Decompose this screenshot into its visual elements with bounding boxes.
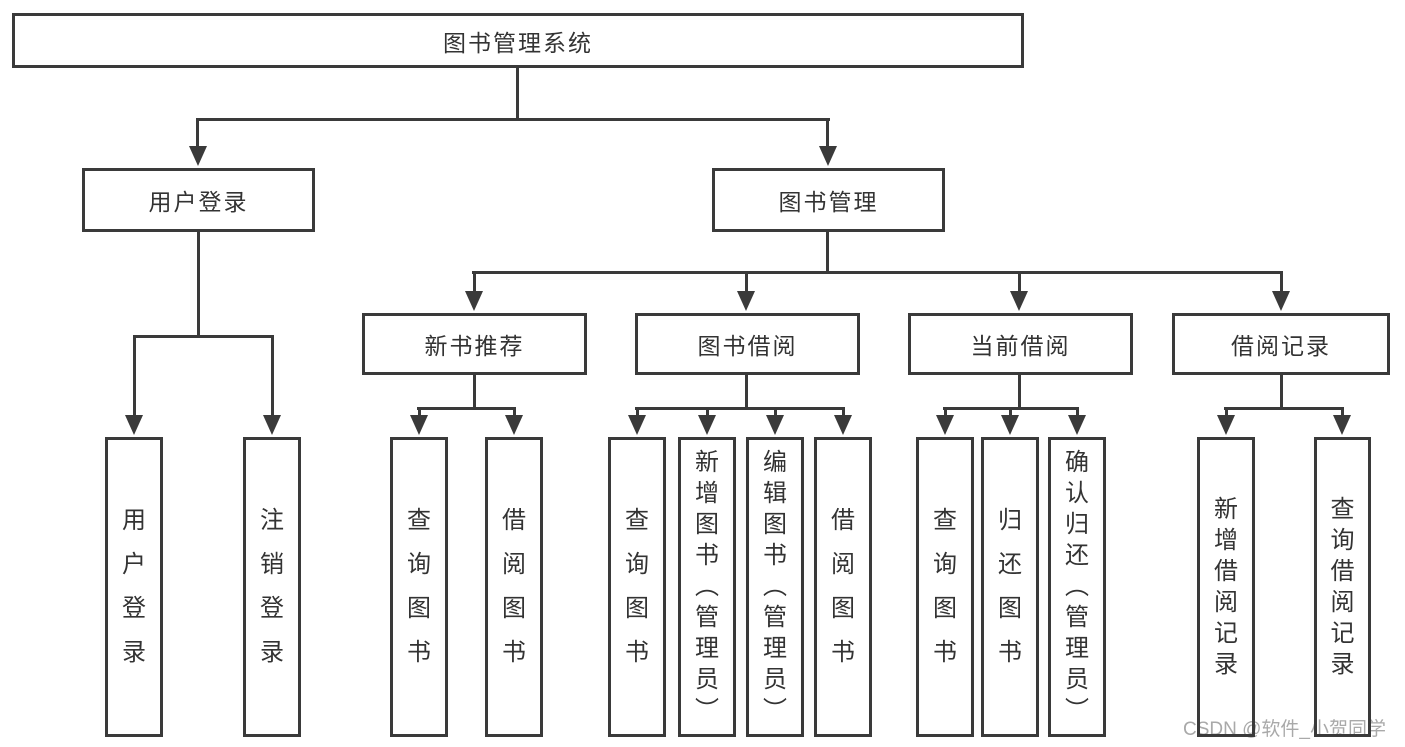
connector-line: [1225, 407, 1228, 419]
node-user-login: 用户登录: [82, 168, 315, 232]
node-new-book-recommend: 新书推荐: [362, 313, 587, 375]
connector-line: [1280, 375, 1283, 410]
connector-line: [826, 232, 829, 274]
connector-line: [1224, 407, 1344, 410]
arrowhead-down-icon: [1272, 291, 1290, 311]
connector-line: [513, 407, 516, 419]
arrowhead-down-icon: [1001, 415, 1019, 435]
leaf-logout: 注销登录: [243, 437, 301, 737]
leaf-user-login: 用户登录: [105, 437, 163, 737]
connector-line: [1341, 407, 1344, 419]
connector-line: [196, 118, 830, 121]
arrowhead-down-icon: [410, 415, 428, 435]
node-root-library-system: 图书管理系统: [12, 13, 1024, 68]
connector-line: [1009, 407, 1012, 419]
node-book-borrowing-label: 图书借阅: [697, 333, 798, 359]
connector-line: [418, 407, 421, 419]
node-borrowing-records-label: 借阅记录: [1231, 333, 1331, 359]
connector-line: [635, 407, 845, 410]
arrowhead-down-icon: [698, 415, 716, 435]
connector-line: [196, 118, 199, 152]
connector-line: [472, 271, 1283, 274]
node-user-login-label: 用户登录: [148, 189, 249, 215]
node-new-book-recommend-label: 新书推荐: [424, 333, 525, 359]
connector-line: [133, 335, 274, 338]
leaf-borrow-books: 借阅图书: [814, 437, 872, 737]
node-root-label: 图书管理系统: [443, 29, 593, 56]
arrowhead-down-icon: [1333, 415, 1351, 435]
arrowhead-down-icon: [1010, 291, 1028, 311]
connector-line: [842, 407, 845, 419]
arrowhead-down-icon: [465, 291, 483, 311]
connector-line: [1076, 407, 1079, 419]
connector-line: [745, 375, 748, 410]
connector-line: [1018, 271, 1021, 295]
node-current-borrowing: 当前借阅: [908, 313, 1133, 375]
arrowhead-down-icon: [125, 415, 143, 435]
leaf-edit-book-admin: 编辑图书︵管理员︶: [746, 437, 804, 737]
arrowhead-down-icon: [263, 415, 281, 435]
leaf-query-books-recommend: 查询图书: [390, 437, 448, 737]
connector-line: [473, 271, 476, 295]
connector-line: [417, 407, 516, 410]
arrowhead-down-icon: [628, 415, 646, 435]
connector-line: [826, 118, 829, 152]
arrowhead-down-icon: [766, 415, 784, 435]
arrowhead-down-icon: [1068, 415, 1086, 435]
arrowhead-down-icon: [505, 415, 523, 435]
connector-line: [1018, 375, 1021, 410]
node-book-borrowing: 图书借阅: [635, 313, 860, 375]
arrowhead-down-icon: [819, 146, 837, 166]
arrowhead-down-icon: [936, 415, 954, 435]
leaf-query-books-current: 查询图书: [916, 437, 974, 737]
connector-line: [774, 407, 777, 419]
connector-line: [944, 407, 947, 419]
connector-line: [745, 271, 748, 295]
node-borrowing-records: 借阅记录: [1172, 313, 1390, 375]
arrowhead-down-icon: [834, 415, 852, 435]
leaf-query-borrow-record: 查询借阅记录: [1314, 437, 1371, 737]
node-current-borrowing-label: 当前借阅: [970, 333, 1071, 359]
connector-line: [706, 407, 709, 419]
leaf-return-book: 归还图书: [981, 437, 1039, 737]
leaf-borrow-books-recommend: 借阅图书: [485, 437, 543, 737]
connector-line: [473, 375, 476, 410]
leaf-confirm-return-admin: 确认归还︵管理员︶: [1048, 437, 1106, 737]
leaf-add-borrow-record: 新增借阅记录: [1197, 437, 1255, 737]
connector-line: [197, 232, 200, 338]
connector-line: [1280, 271, 1283, 295]
arrowhead-down-icon: [1217, 415, 1235, 435]
node-book-management: 图书管理: [712, 168, 945, 232]
arrowhead-down-icon: [189, 146, 207, 166]
leaf-query-books-borrowing: 查询图书: [608, 437, 666, 737]
node-book-management-label: 图书管理: [778, 189, 879, 215]
leaf-add-book-admin: 新增图书︵管理员︶: [678, 437, 736, 737]
connector-line: [271, 335, 274, 419]
connector-line: [516, 68, 519, 121]
connector-line: [133, 335, 136, 419]
arrowhead-down-icon: [737, 291, 755, 311]
connector-line: [636, 407, 639, 419]
